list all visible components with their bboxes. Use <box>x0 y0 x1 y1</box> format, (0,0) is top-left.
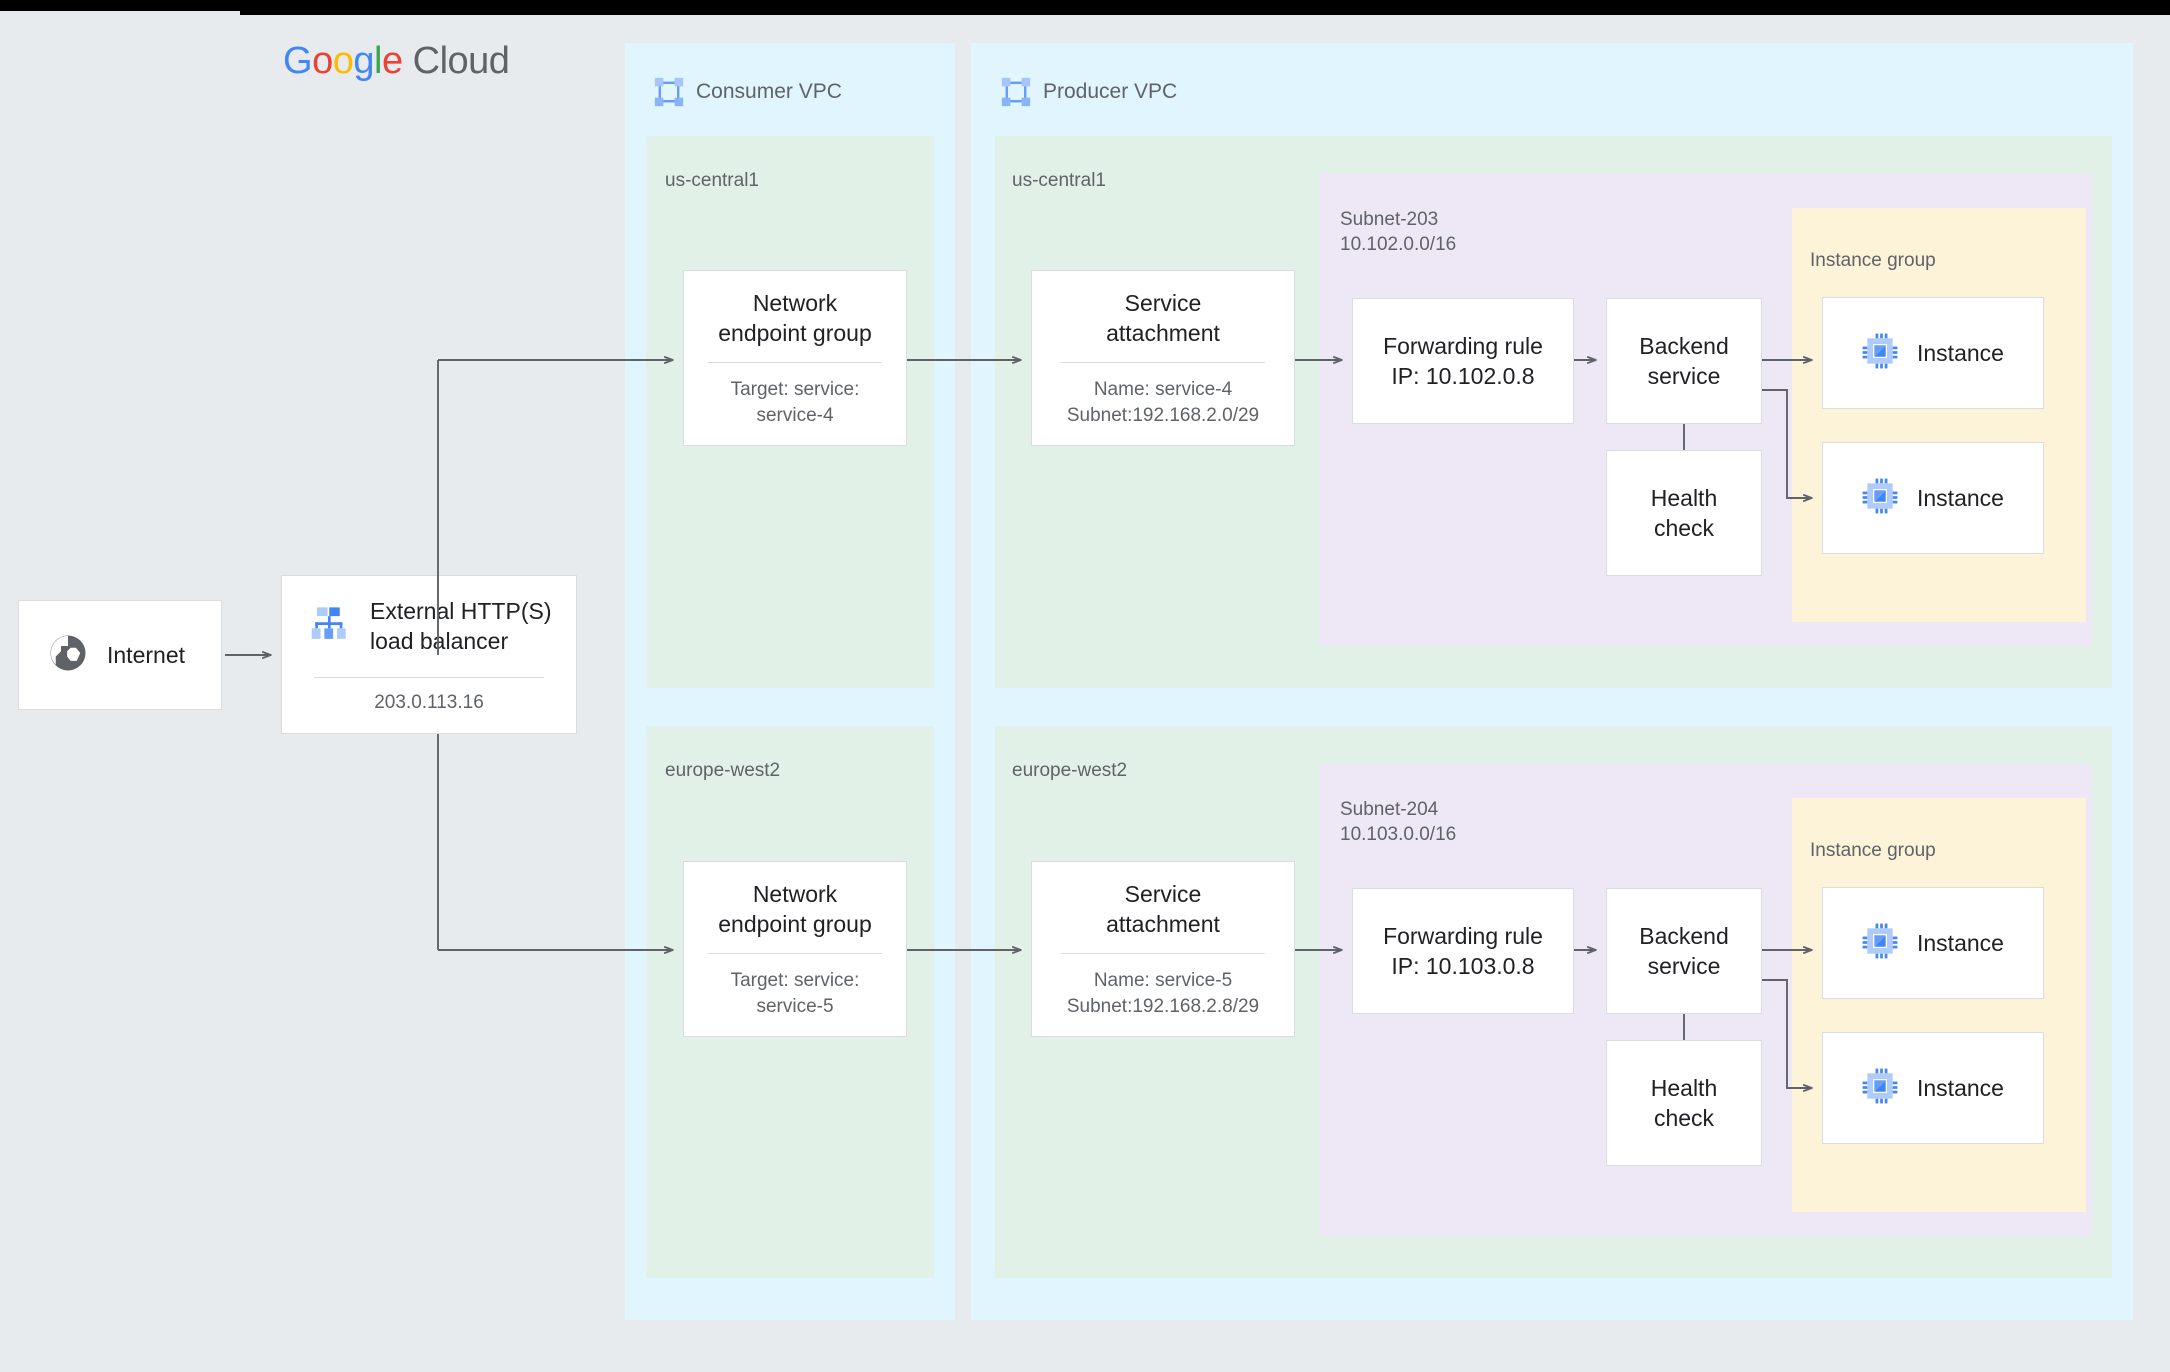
instance-label: Instance <box>1917 929 2004 956</box>
vpc-icon <box>999 75 1033 114</box>
card-divider <box>708 362 882 364</box>
producer-region-us-central1-label: us-central1 <box>1012 170 1106 191</box>
neg-title: Network endpoint group <box>718 289 872 346</box>
instance-group-label-us-central1: Instance group <box>1810 250 1936 271</box>
service-attachment-title: Service attachment <box>1106 289 1220 346</box>
instance-card-us-central1-2[interactable]: Instance <box>1822 442 2044 554</box>
health-check-card-us-central1[interactable]: Health check <box>1606 450 1762 576</box>
card-divider <box>314 676 544 678</box>
external-load-balancer-card[interactable]: External HTTP(S) load balancer 203.0.113… <box>281 575 577 734</box>
instance-card-europe-west2-2[interactable]: Instance <box>1822 1032 2044 1144</box>
service-attachment-card-europe-west2[interactable]: Service attachment Name: service-5 Subne… <box>1031 861 1295 1037</box>
load-balancer-icon <box>310 603 352 650</box>
vm-instance-icon <box>1861 922 1899 965</box>
forwarding-rule-title: Forwarding rule IP: 10.102.0.8 <box>1383 332 1543 389</box>
service-attachment-card-us-central1[interactable]: Service attachment Name: service-4 Subne… <box>1031 270 1295 446</box>
backend-service-title: Backend service <box>1639 922 1729 979</box>
instance-label: Instance <box>1917 484 2004 511</box>
internet-label: Internet <box>107 641 185 668</box>
card-divider <box>1060 362 1266 364</box>
vm-instance-icon <box>1861 477 1899 520</box>
producer-region-europe-west2-label: europe-west2 <box>1012 760 1128 781</box>
network-endpoint-group-card-us-central1[interactable]: Network endpoint group Target: service: … <box>683 270 907 446</box>
backend-service-card-us-central1[interactable]: Backend service <box>1606 298 1762 424</box>
health-check-card-europe-west2[interactable]: Health check <box>1606 1040 1762 1166</box>
load-balancer-title: External HTTP(S) load balancer <box>370 598 552 655</box>
internet-card[interactable]: Internet <box>18 600 222 710</box>
forwarding-rule-card-europe-west2[interactable]: Forwarding rule IP: 10.103.0.8 <box>1352 888 1574 1014</box>
consumer-region-us-central1-label: us-central1 <box>665 170 759 191</box>
instance-label: Instance <box>1917 339 2004 366</box>
vm-instance-icon <box>1861 1067 1899 1110</box>
vm-instance-icon <box>1861 332 1899 375</box>
consumer-region-europe-west2-label: europe-west2 <box>665 760 781 781</box>
service-attachment-title: Service attachment <box>1106 880 1220 937</box>
instance-card-europe-west2-1[interactable]: Instance <box>1822 887 2044 999</box>
globe-icon <box>47 632 89 679</box>
subnet-204-label: Subnet-204 10.103.0.0/16 <box>1340 799 1457 846</box>
backend-service-title: Backend service <box>1639 332 1729 389</box>
service-attachment-details: Name: service-5 Subnet:192.168.2.8/29 <box>1066 970 1260 1017</box>
instance-group-label-europe-west2: Instance group <box>1810 840 1936 861</box>
top-black-bar-extension <box>240 0 2170 15</box>
neg-title: Network endpoint group <box>718 880 872 937</box>
vpc-icon <box>652 75 686 114</box>
health-check-title: Health check <box>1650 1074 1718 1131</box>
instance-label: Instance <box>1917 1074 2004 1101</box>
google-cloud-logo: Google Cloud <box>283 40 510 82</box>
service-attachment-details: Name: service-4 Subnet:192.168.2.0/29 <box>1066 379 1260 426</box>
consumer-vpc-label: Consumer VPC <box>696 80 842 103</box>
backend-service-card-europe-west2[interactable]: Backend service <box>1606 888 1762 1014</box>
card-divider <box>1060 953 1266 955</box>
neg-target: Target: service: service-4 <box>730 379 860 426</box>
network-endpoint-group-card-europe-west2[interactable]: Network endpoint group Target: service: … <box>683 861 907 1037</box>
forwarding-rule-card-us-central1[interactable]: Forwarding rule IP: 10.102.0.8 <box>1352 298 1574 424</box>
instance-card-us-central1-1[interactable]: Instance <box>1822 297 2044 409</box>
load-balancer-ip: 203.0.113.16 <box>374 691 484 713</box>
card-divider <box>708 953 882 955</box>
forwarding-rule-title: Forwarding rule IP: 10.103.0.8 <box>1383 922 1543 979</box>
subnet-203-label: Subnet-203 10.102.0.0/16 <box>1340 209 1457 256</box>
health-check-title: Health check <box>1650 484 1718 541</box>
neg-target: Target: service: service-5 <box>730 970 860 1017</box>
producer-vpc-label: Producer VPC <box>1043 80 1178 103</box>
